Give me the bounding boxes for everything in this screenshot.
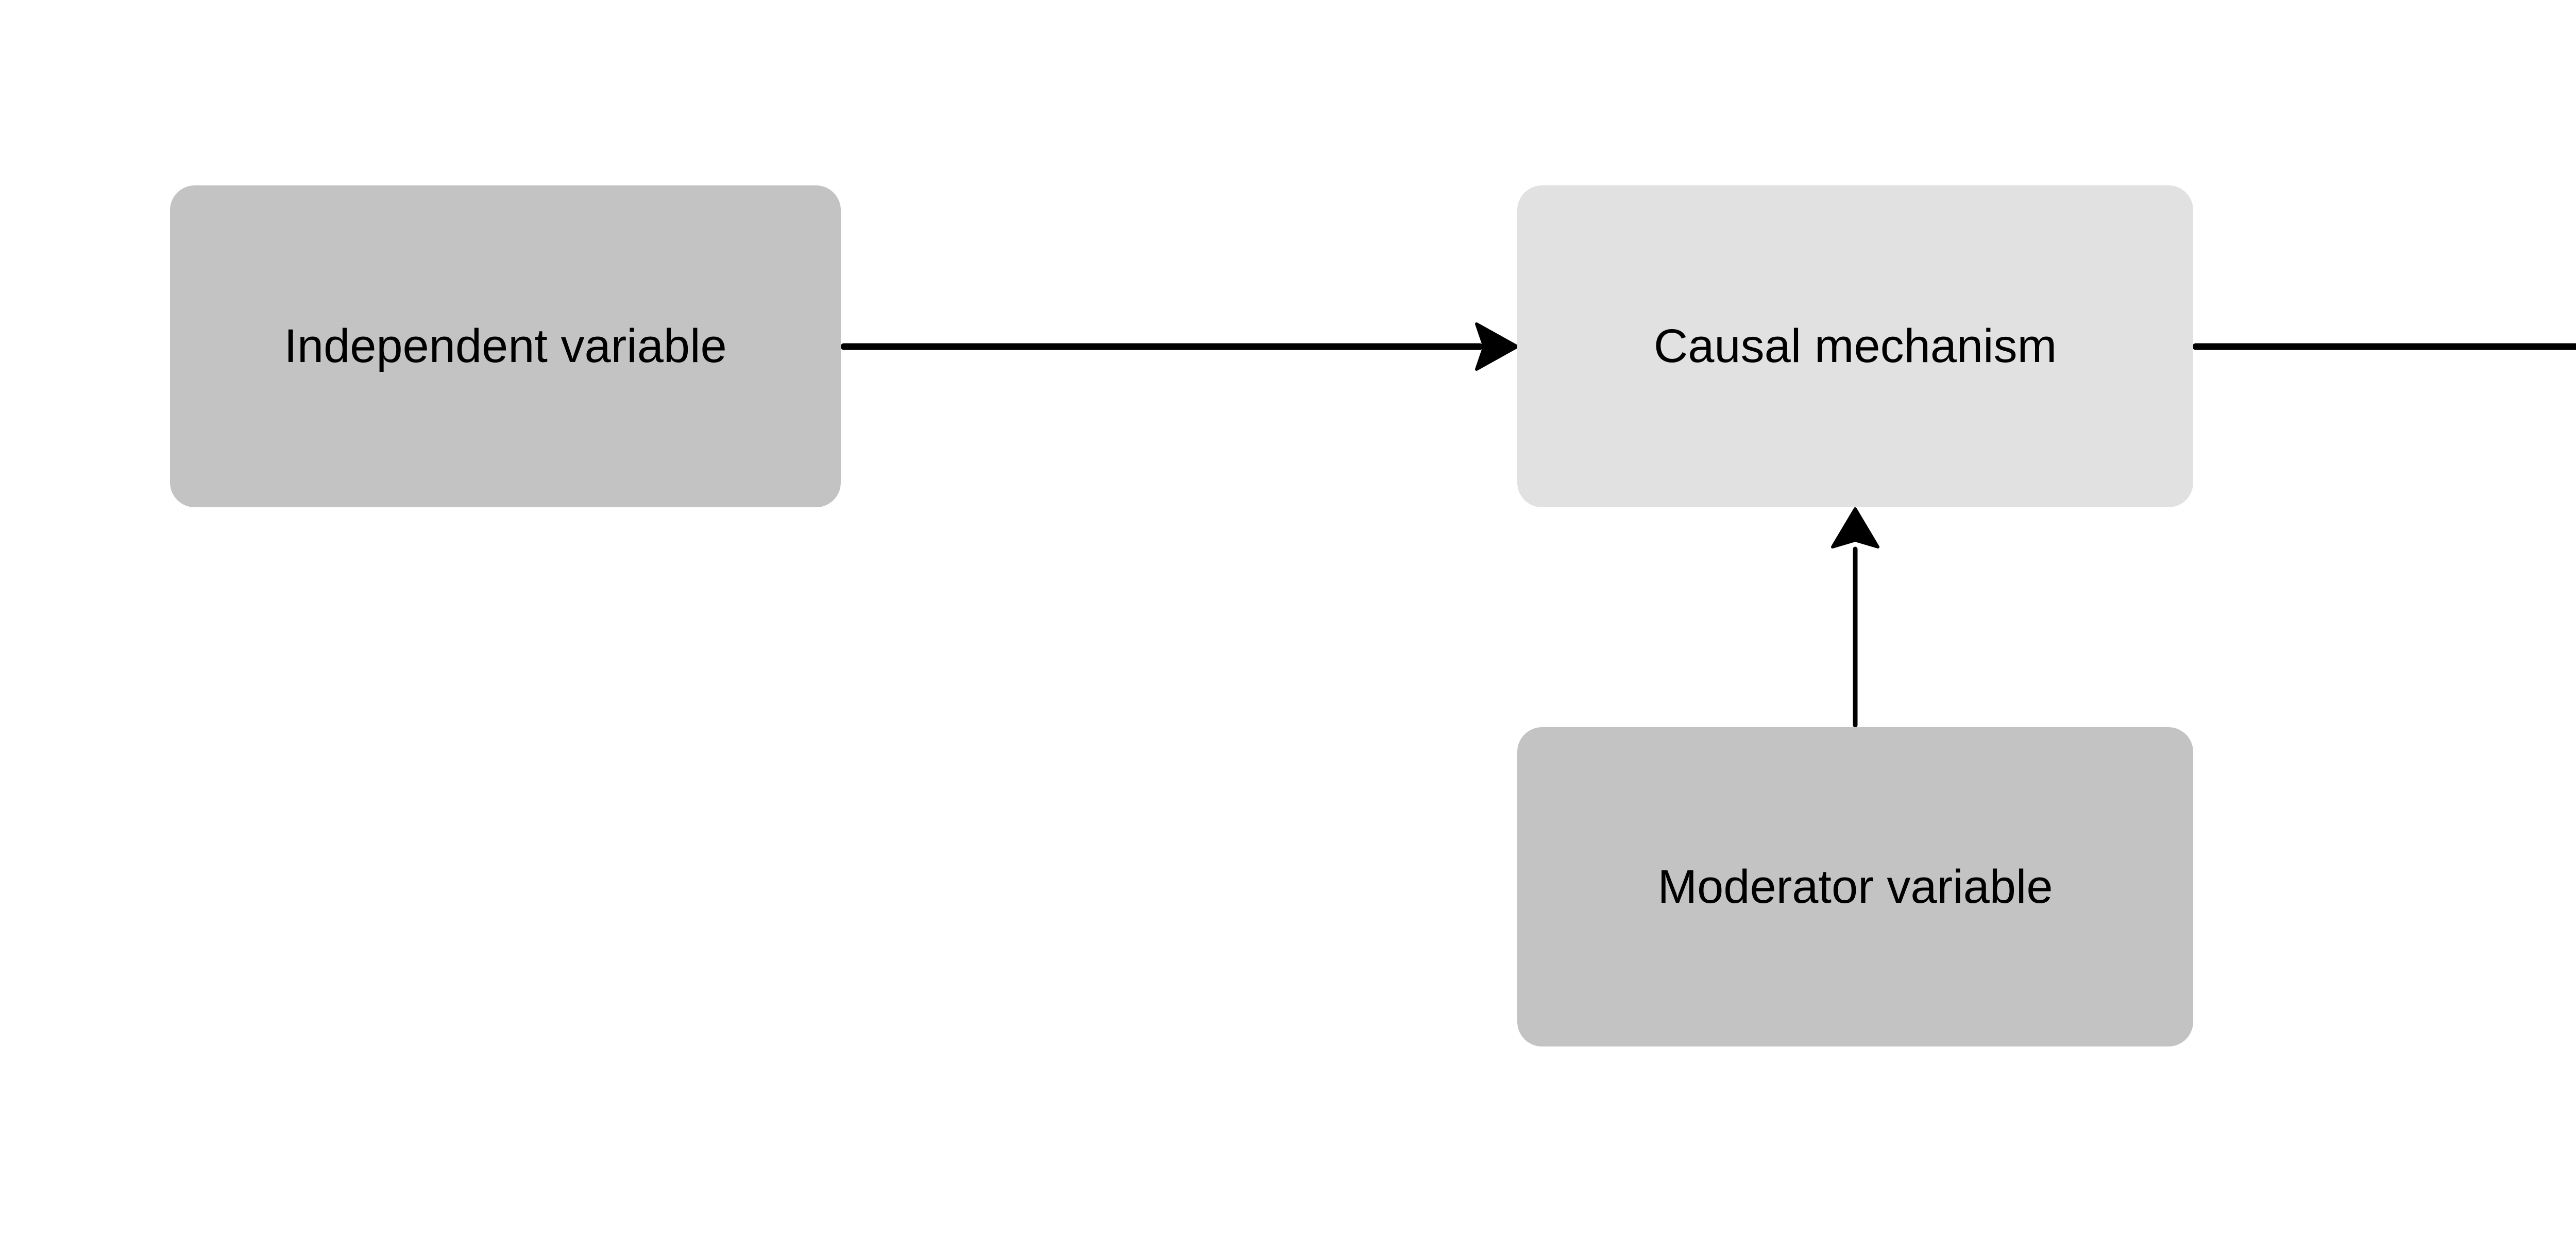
node-causal-mechanism-label: Causal mechanism [1653, 320, 2057, 373]
node-causal-mechanism: Causal mechanism [1517, 185, 2193, 507]
edge-independent-to-causal [840, 322, 1519, 371]
node-independent-variable-label: Independent variable [284, 320, 727, 373]
node-moderator-variable: Moderator variable [1517, 727, 2193, 1046]
node-independent-variable: Independent variable [170, 185, 841, 507]
edge-causal-to-dependent [2192, 343, 2576, 350]
node-moderator-variable-label: Moderator variable [1657, 860, 2053, 913]
edge-moderator-to-causal [1831, 507, 1879, 728]
